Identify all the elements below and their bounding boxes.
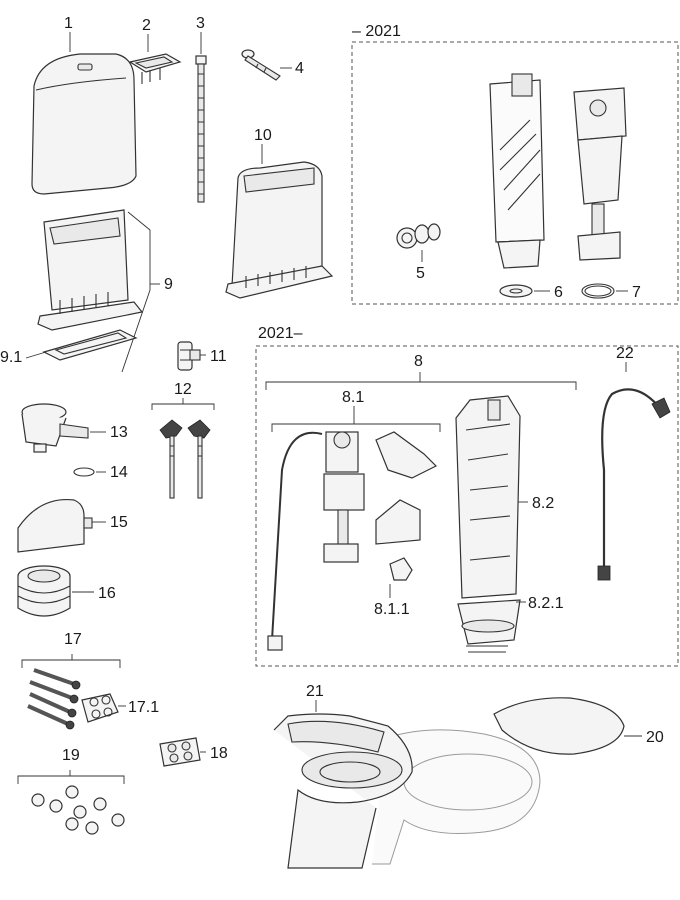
group-box-before-2021 (351, 41, 679, 305)
part-21-standing-wc (273, 713, 541, 869)
part-9-inner-tank (37, 209, 144, 331)
part-15-cover-cap (17, 498, 93, 553)
part-fill-valve-old (573, 87, 627, 261)
callout-11: 11 (210, 348, 227, 365)
callout-9: 9 (164, 276, 173, 293)
callout-3: 3 (196, 15, 205, 32)
part-4-anchor (241, 49, 281, 81)
callout-1: 1 (64, 15, 73, 32)
callout-8-2: 8.2 (532, 495, 554, 512)
callout-12: 12 (174, 381, 192, 398)
part-19-small-parts (31, 785, 125, 835)
callout-10: 10 (254, 127, 272, 144)
part-13-connector (21, 403, 89, 453)
callout-22: 22 (616, 345, 634, 362)
callout-2: 2 (142, 17, 151, 34)
callout-17-1: 17.1 (128, 699, 159, 716)
group-label-before-2021: – 2021 (352, 23, 401, 40)
part-14-seal-ring (73, 467, 95, 477)
part-8-1-float (375, 431, 438, 545)
callout-6: 6 (554, 284, 563, 301)
part-1-cistern-cover (31, 53, 137, 195)
part-8-2-flush-valve (455, 395, 521, 653)
group-box-from-2021 (255, 345, 679, 667)
callout-8-1-1: 8.1.1 (374, 601, 410, 618)
part-6-washer (499, 284, 533, 298)
callout-4: 4 (295, 60, 304, 77)
callout-7: 7 (632, 284, 641, 301)
callout-8-1: 8.1 (342, 389, 364, 406)
callout-16: 16 (98, 585, 116, 602)
callout-5: 5 (416, 265, 425, 282)
part-17-1-washers (81, 693, 119, 723)
callout-8-2-1: 8.2.1 (528, 595, 564, 612)
part-8-1-fill-valve (267, 431, 365, 651)
part-7-o-ring (581, 283, 615, 299)
callout-15: 15 (110, 514, 128, 531)
part-10-tank-body (225, 161, 334, 299)
part-8-1-1-clip (389, 557, 413, 581)
callout-19: 19 (62, 747, 80, 764)
callout-8: 8 (414, 353, 423, 370)
part-9-1-gasket (42, 329, 138, 361)
callout-21: 21 (306, 683, 324, 700)
callout-14: 14 (110, 464, 128, 481)
group-label-from-2021: 2021– (258, 325, 303, 342)
callout-20: 20 (646, 729, 664, 746)
callout-9-1: 9.1 (0, 349, 22, 366)
part-18-caps (159, 737, 201, 767)
part-20-seat-lid (493, 697, 625, 755)
part-5-nuts (396, 223, 441, 249)
callout-18: 18 (210, 745, 228, 762)
part-flush-valve-old (489, 73, 545, 269)
part-3-rod (195, 55, 207, 203)
part-12-fixing-screws (159, 419, 211, 499)
part-16-rubber-sleeve (17, 565, 71, 617)
part-22-hose (597, 388, 671, 581)
part-17-bolts (27, 668, 81, 730)
part-2-flush-button (128, 53, 182, 84)
part-11-angle-valve (177, 341, 201, 371)
callout-17: 17 (64, 631, 82, 648)
callout-13: 13 (110, 424, 128, 441)
